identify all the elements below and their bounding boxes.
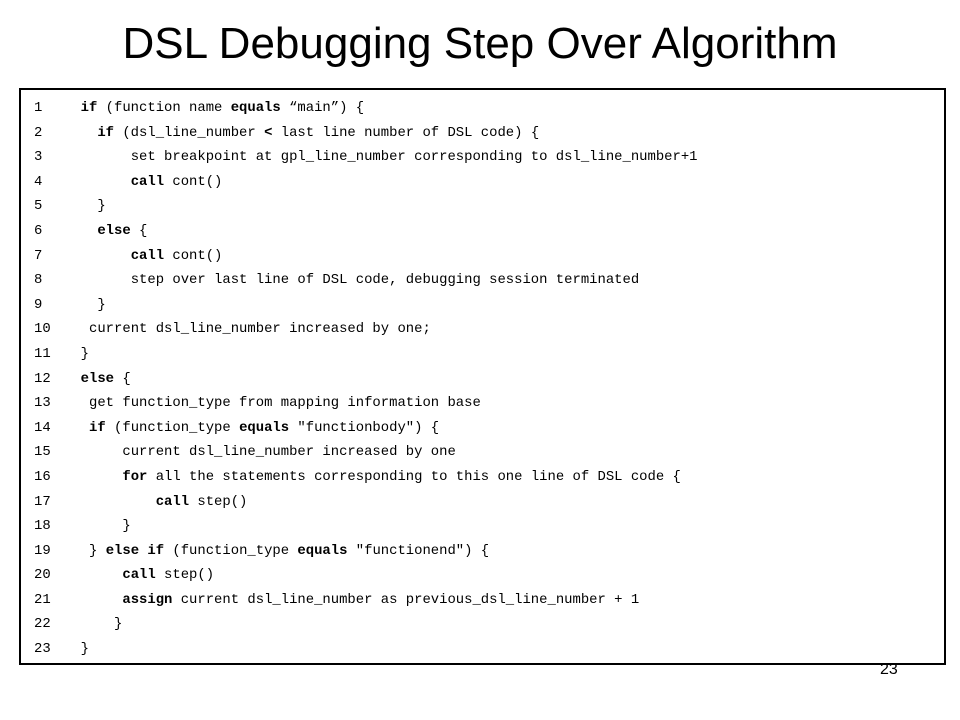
code-line: 1 if (function name equals “main”) { [34, 96, 938, 121]
code-line: 20 call step() [34, 563, 938, 588]
line-number: 12 [34, 370, 51, 387]
code-keyword: assign [122, 591, 173, 608]
line-number: 14 [34, 419, 51, 436]
line-number: 4 [34, 173, 43, 190]
code-text: } [122, 518, 131, 535]
line-number: 2 [34, 124, 43, 141]
code-text: (function_type [164, 542, 298, 559]
line-number: 18 [34, 518, 51, 535]
slide-title: DSL Debugging Step Over Algorithm [122, 19, 838, 68]
code-text: } [97, 296, 106, 313]
line-number: 7 [34, 247, 43, 264]
code-line: 9 } [34, 293, 938, 318]
code-keyword: if [80, 100, 98, 116]
code-line: 16 for all the statements corresponding … [34, 465, 938, 490]
code-text: step() [155, 567, 215, 584]
code-line: 14 if (function_type equals "functionbod… [34, 416, 938, 441]
code-line: 13 get function_type from mapping inform… [34, 391, 938, 416]
code-line: 18 } [34, 514, 938, 539]
code-line: 12 else { [34, 367, 938, 392]
code-keyword: else if [105, 542, 165, 559]
line-number: 9 [34, 296, 43, 313]
line-number: 15 [34, 444, 51, 461]
code-text: cont() [164, 173, 223, 190]
code-keyword: call [130, 247, 165, 264]
code-text: } [114, 616, 123, 633]
code-line: 17 call step() [34, 490, 938, 515]
code-text: (function name [97, 100, 231, 116]
code-keyword: else [80, 370, 115, 387]
code-text: step() [189, 493, 248, 510]
code-text: cont() [164, 247, 223, 264]
code-text: (function_type [105, 419, 240, 436]
code-text: { [130, 222, 148, 239]
code-line: 6 else { [34, 219, 938, 244]
code-keyword: else [97, 222, 131, 239]
code-line: 4 call cont() [34, 170, 938, 195]
code-line: 2 if (dsl_line_number < last line number… [34, 121, 938, 146]
code-text: step over last line of DSL code, debuggi… [130, 272, 640, 289]
line-number: 17 [34, 493, 51, 510]
code-line: 3 set breakpoint at gpl_line_number corr… [34, 145, 938, 170]
code-line: 22 } [34, 612, 938, 637]
code-keyword: for [122, 468, 148, 485]
line-number: 21 [34, 591, 51, 608]
code-keyword: if [89, 419, 106, 436]
code-text: } [89, 542, 106, 559]
code-listing-box: 1 if (function name equals “main”) {2 if… [19, 88, 946, 665]
code-line: 5 } [34, 194, 938, 219]
code-line: 8 step over last line of DSL code, debug… [34, 268, 938, 293]
code-keyword: < [264, 124, 273, 141]
code-keyword: equals [230, 100, 281, 116]
line-number: 13 [34, 395, 51, 412]
code-text: last line number of DSL code) { [272, 124, 540, 141]
code-lines: 1 if (function name equals “main”) {2 if… [34, 96, 938, 662]
code-text: } [80, 641, 90, 658]
line-number: 16 [34, 468, 51, 485]
code-keyword: call [122, 567, 156, 584]
line-number: 8 [34, 272, 43, 289]
line-number: 11 [34, 345, 51, 362]
code-text: "functionbody") { [289, 419, 440, 436]
page-number: 23 [880, 661, 898, 678]
code-text: current dsl_line_number as previous_dsl_… [172, 591, 640, 608]
code-keyword: call [155, 493, 190, 510]
code-text: (dsl_line_number [114, 124, 265, 141]
line-number: 6 [34, 222, 43, 239]
code-text: set breakpoint at gpl_line_number corres… [130, 149, 698, 166]
code-line: 7 call cont() [34, 244, 938, 269]
code-line: 11 } [34, 342, 938, 367]
line-number: 23 [34, 641, 51, 658]
code-text: current dsl_line_number increased by one… [89, 321, 431, 338]
code-line: 21 assign current dsl_line_number as pre… [34, 588, 938, 613]
line-number: 10 [34, 321, 51, 338]
code-keyword: equals [297, 542, 348, 559]
code-line: 23 } [34, 637, 938, 662]
code-keyword: equals [239, 419, 290, 436]
code-text: "functionend") { [347, 542, 490, 559]
code-text: } [80, 345, 90, 362]
line-number: 22 [34, 616, 51, 633]
code-line: 15 current dsl_line_number increased by … [34, 440, 938, 465]
line-number: 20 [34, 567, 51, 584]
code-line: 19 } else if (function_type equals "func… [34, 539, 938, 564]
code-text: “main”) { [280, 100, 365, 116]
code-text: get function_type from mapping informati… [89, 395, 481, 412]
code-keyword: if [97, 124, 115, 141]
code-text: } [97, 198, 106, 215]
line-number: 19 [34, 542, 51, 559]
code-text: all the statements corresponding to this… [147, 468, 681, 485]
line-number: 5 [34, 198, 43, 215]
line-number: 1 [34, 100, 43, 116]
code-text: { [114, 370, 131, 387]
code-line: 10 current dsl_line_number increased by … [34, 317, 938, 342]
line-number: 3 [34, 149, 43, 166]
code-keyword: call [130, 173, 165, 190]
code-text: current dsl_line_number increased by one [122, 444, 456, 461]
